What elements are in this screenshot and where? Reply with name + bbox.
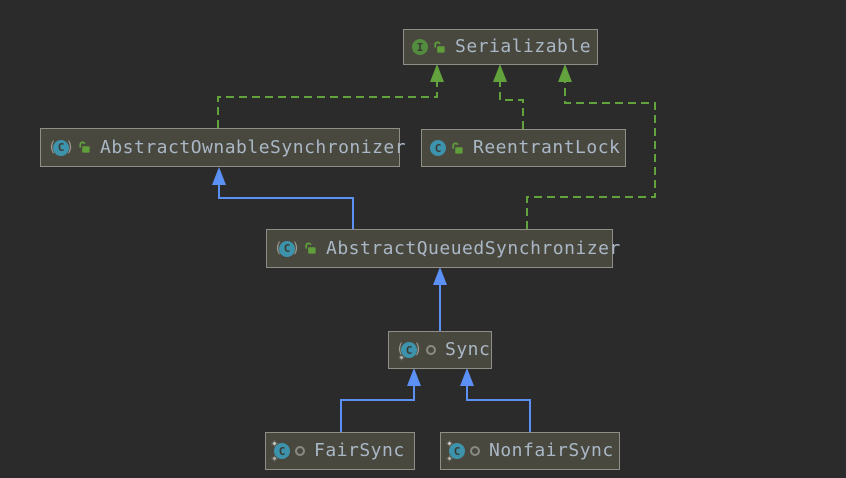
abstract-class-icon: C [53, 139, 69, 156]
interface-icon: I [412, 39, 428, 55]
class-name: Sync [445, 339, 491, 360]
class-node-abstract-ownable-synchronizer[interactable]: C AbstractOwnableSynchronizer [40, 128, 406, 167]
abstract-class-icon: C [397, 342, 417, 362]
class-name: FairSync [314, 440, 405, 461]
unlocked-lock-icon [451, 142, 464, 155]
abstract-class-icon: C [279, 240, 295, 257]
edge-extends-sync-abstractqueuedsynchronizer[interactable] [433, 267, 447, 331]
edge-implements-reentrantlock-serializable[interactable] [493, 64, 524, 129]
class-node-serializable[interactable]: I Serializable [403, 29, 598, 65]
class-name: AbstractOwnableSynchronizer [100, 136, 407, 158]
unlocked-lock-icon [433, 41, 446, 54]
class-name: ReentrantLock [473, 137, 621, 158]
class-icon: C [430, 140, 446, 156]
class-name: Serializable [455, 36, 592, 57]
edge-extends-nonfairsync-sync[interactable] [460, 368, 531, 432]
package-private-visibility-icon [426, 345, 436, 355]
edge-extends-abstractqueuedsynchronizer-abstractownablesynchronizer[interactable] [212, 167, 354, 229]
class-node-reentrant-lock[interactable]: C ReentrantLock [421, 129, 626, 167]
package-private-visibility-icon [295, 446, 305, 456]
class-node-nonfair-sync[interactable]: C NonfairSync [440, 432, 620, 470]
unlocked-lock-icon [304, 242, 317, 255]
unlocked-lock-icon [78, 141, 91, 154]
class-name: AbstractQueuedSynchronizer [326, 237, 621, 259]
edge-implements-abstractqueuedsynchronizer-serializable[interactable] [526, 64, 656, 229]
static-final-mark-icon [397, 353, 406, 362]
class-node-abstract-queued-synchronizer[interactable]: C AbstractQueuedSynchronizer [266, 229, 620, 268]
class-node-fair-sync[interactable]: C FairSync [265, 432, 415, 470]
class-node-sync[interactable]: C Sync [388, 331, 492, 369]
class-name: NonfairSync [489, 440, 614, 461]
edge-extends-fairsync-sync[interactable] [340, 368, 421, 432]
package-private-visibility-icon [470, 446, 480, 456]
class-icon: C [445, 439, 465, 463]
edge-implements-abstractownablesynchronizer-serializable[interactable] [217, 64, 444, 128]
class-icon: C [270, 439, 290, 463]
